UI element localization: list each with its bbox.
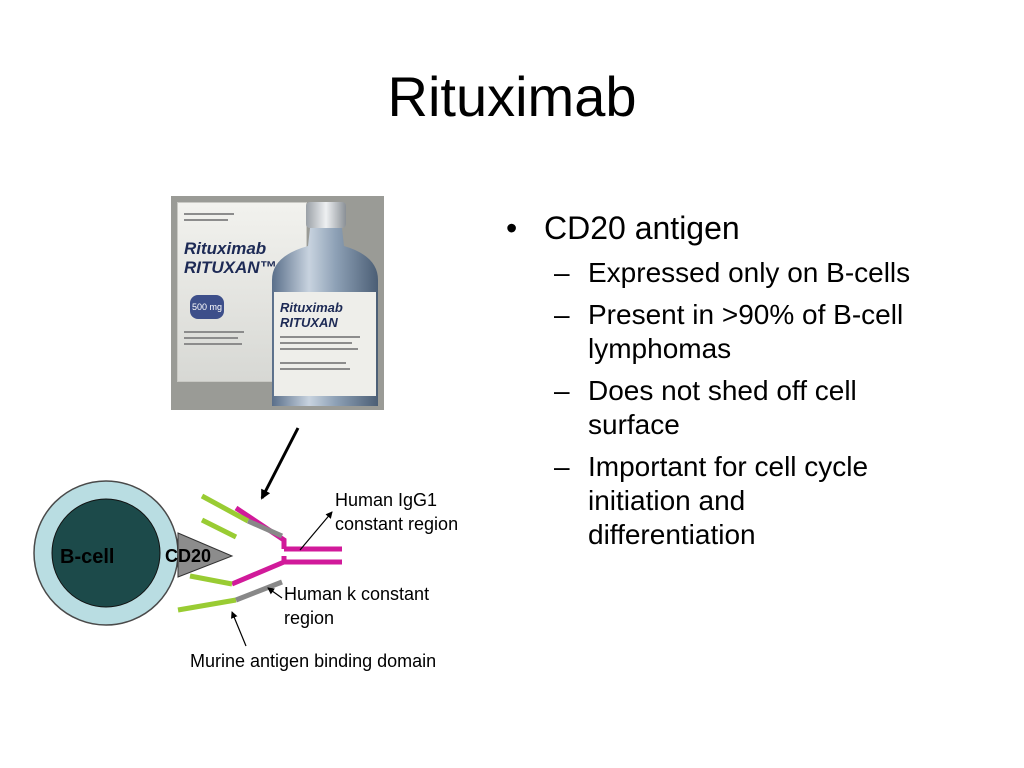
sub-bullet-line: lymphomas xyxy=(588,333,732,364)
sub-bullet-line: initiation and xyxy=(588,485,746,516)
upper-light-constant xyxy=(246,518,284,539)
cd20-antigen xyxy=(177,532,234,578)
vial-brand-name: RITUXAN xyxy=(280,315,338,330)
igg1-label-line: Human IgG1 xyxy=(335,490,438,510)
dash-marker: – xyxy=(554,451,570,482)
vial-cap xyxy=(306,202,346,228)
dash-marker: – xyxy=(554,375,570,406)
vial-drug-name: Rituximab xyxy=(280,300,343,315)
vial-text-line xyxy=(280,362,346,364)
box-text-line xyxy=(184,213,234,215)
box-brand-name: RITUXAN™ xyxy=(184,258,277,277)
sub-bullet-present: – Present in >90% of B-cell lymphomas xyxy=(506,298,1006,366)
lower-light-constant xyxy=(235,579,283,603)
lower-heavy-chain xyxy=(231,556,287,587)
kappa-pointer-arrow xyxy=(267,587,283,599)
igg1-label: Human IgG1 constant region xyxy=(335,488,458,536)
vial-text-line xyxy=(280,342,352,344)
box-text-line xyxy=(184,219,228,221)
box-text-line xyxy=(184,331,244,333)
bullet-list: • CD20 antigen – Expressed only on B-cel… xyxy=(506,208,1006,552)
sub-bullet-line: Does not shed off cell xyxy=(588,375,857,406)
murine-pointer-arrow xyxy=(231,611,247,647)
cd20-label: CD20 xyxy=(165,546,212,566)
sub-bullet-line: Expressed only on B-cells xyxy=(588,257,911,288)
kappa-label-line: Human k constant xyxy=(284,584,430,604)
igg1-pointer-arrow xyxy=(299,511,333,551)
lower-light-variable xyxy=(177,597,237,613)
lower-heavy-variable xyxy=(189,573,233,587)
slide-title: Rituximab xyxy=(387,65,637,128)
box-text-line xyxy=(184,337,238,339)
sub-bullet-expressed: – Expressed only on B-cells xyxy=(506,256,1006,290)
murine-label: Murine antigen binding domain xyxy=(190,651,437,671)
sub-bullet-cell-cycle: – Important for cell cycle initiation an… xyxy=(506,450,1006,552)
vial-text-line xyxy=(280,368,350,370)
b-cell-label: B-cell xyxy=(60,546,115,568)
vial-text-line xyxy=(280,336,360,338)
upper-light-variable xyxy=(200,493,250,524)
kappa-label-line: region xyxy=(284,608,335,628)
upper-heavy-variable xyxy=(200,517,238,540)
b-cell-nucleus xyxy=(51,498,161,608)
sub-bullet-line: differentiation xyxy=(588,519,756,550)
box-drug-name: Rituximab xyxy=(184,239,267,258)
rituxan-product-photo: Rituximab RITUXAN™ 500 mg Rituximab RITU… xyxy=(171,196,384,410)
vial-image: Rituximab RITUXAN xyxy=(272,202,378,406)
dash-marker: – xyxy=(554,299,570,330)
dash-marker: – xyxy=(554,257,570,288)
sub-bullet-line: surface xyxy=(588,409,680,440)
vial-text-line xyxy=(280,348,358,350)
upper-heavy-chain xyxy=(234,505,287,549)
igg1-label-line: constant region xyxy=(335,514,459,534)
bullet-cd20-antigen: • CD20 antigen xyxy=(506,208,1006,248)
sub-bullet-line: Present in >90% of B-cell xyxy=(588,299,904,330)
photo-to-antibody-arrow xyxy=(260,427,300,500)
bullet-dot: • xyxy=(506,210,518,246)
box-text-line xyxy=(184,343,242,345)
bullet-text: CD20 antigen xyxy=(544,210,740,246)
sub-bullet-shed: – Does not shed off cell surface xyxy=(506,374,1006,442)
box-dose-badge: 500 mg xyxy=(190,295,224,319)
kappa-label: Human k constant region xyxy=(284,582,429,630)
sub-bullet-line: Important for cell cycle xyxy=(588,451,869,482)
